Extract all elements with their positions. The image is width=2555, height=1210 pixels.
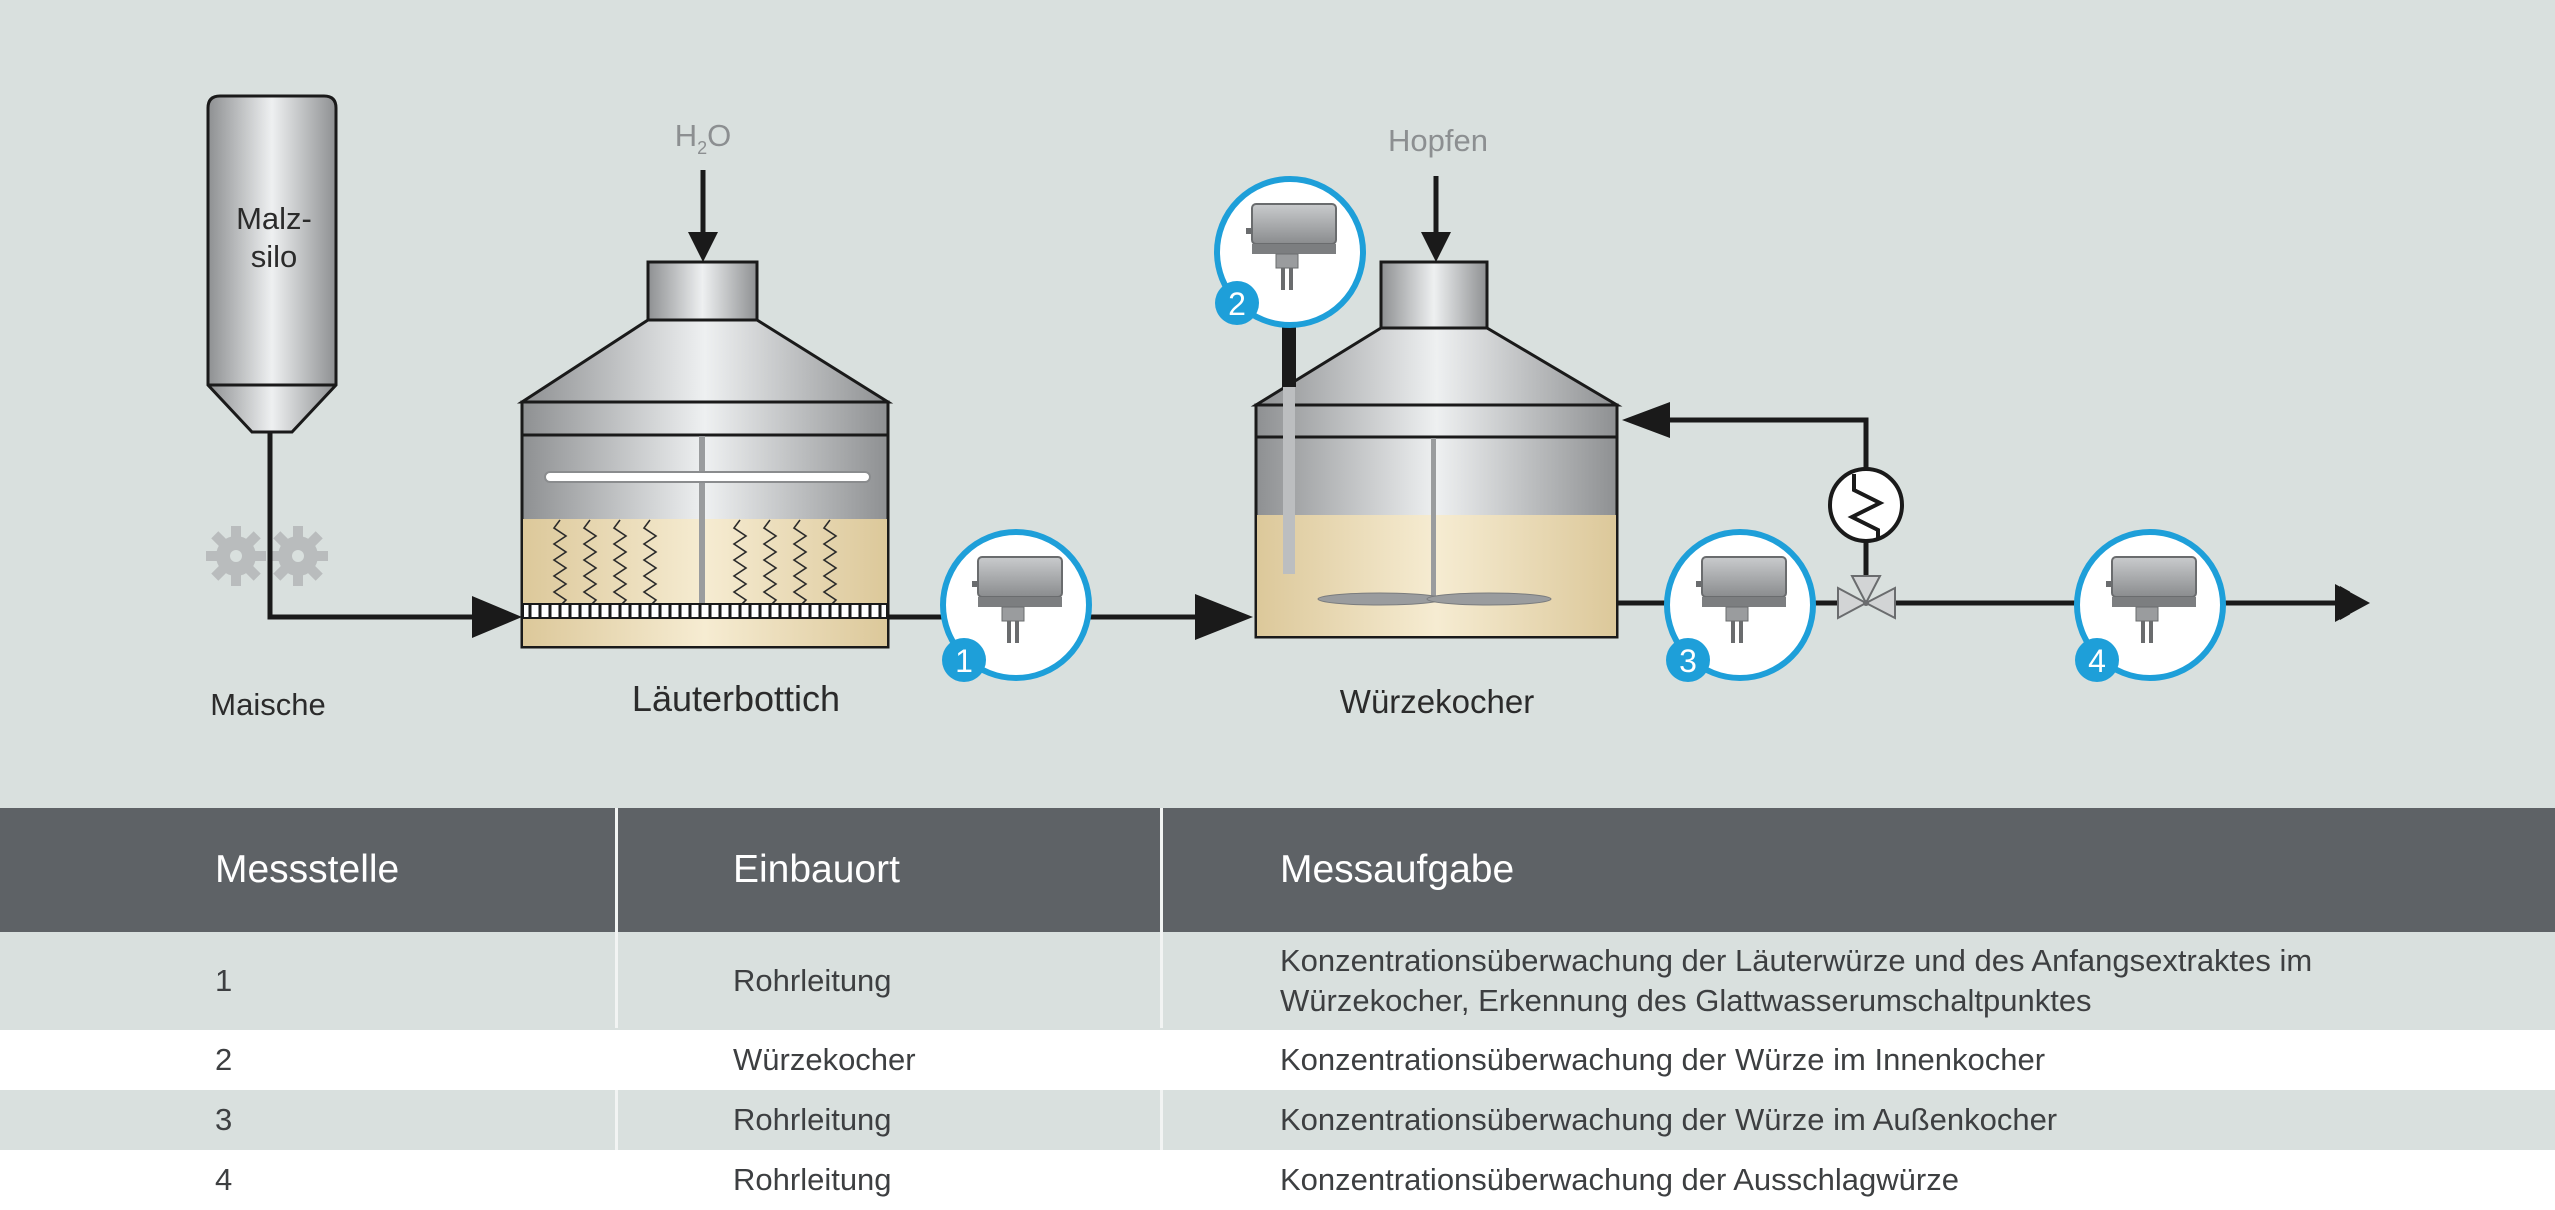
column-divider	[615, 1090, 618, 1150]
cell-messaufgabe: Konzentrationsüberwachung der Ausschlagw…	[1280, 1162, 1959, 1197]
density-sensor-icon	[972, 556, 1063, 643]
h2o-subscript: 2	[697, 138, 707, 158]
badge-4-number: 4	[2088, 643, 2106, 679]
table-row: 3 Rohrleitung Konzentrationsüberwachung …	[0, 1090, 2555, 1150]
cell-messstelle: 2	[215, 1042, 233, 1077]
badge-2: 2	[1215, 281, 1259, 325]
malzsilo-label-line1: Malz-	[236, 201, 312, 236]
density-sensor-icon	[1246, 203, 1337, 290]
h2o-label: H2O	[675, 118, 732, 158]
badge-4: 4	[2075, 638, 2119, 682]
sensor-3[interactable]	[1664, 529, 1816, 681]
cell-messstelle: 1	[215, 963, 233, 998]
arrow-icon	[2335, 584, 2370, 622]
cell-messaufgabe: Konzentrationsüberwachung der Würze im I…	[1280, 1042, 2046, 1077]
column-divider	[615, 808, 618, 1028]
header-messstelle: Messstelle	[215, 848, 400, 891]
cell-einbauort: Rohrleitung	[733, 1162, 892, 1197]
wuerzekocher-label: Würzekocher	[1340, 683, 1534, 720]
badge-3: 3	[1666, 638, 1710, 682]
malt-silo	[206, 94, 338, 434]
gear-icon	[268, 526, 328, 586]
density-sensor-icon	[1696, 556, 1787, 643]
lauterbottich-label: Läuterbottich	[632, 678, 840, 719]
lauter-tun	[516, 260, 894, 649]
arrow-icon	[1421, 232, 1451, 262]
badge-1-number: 1	[955, 643, 973, 679]
sensor-1[interactable]	[940, 529, 1092, 681]
header-einbauort: Einbauort	[733, 848, 900, 891]
cell-messstelle: 4	[215, 1162, 233, 1197]
cell-messstelle: 3	[215, 1102, 233, 1137]
cell-einbauort: Rohrleitung	[733, 963, 892, 998]
table-header: Messstelle Einbauort Messaufgabe	[0, 808, 2555, 932]
cell-einbauort: Würzekocher	[733, 1042, 916, 1077]
arrow-icon	[472, 596, 522, 638]
gear-icon	[206, 526, 266, 586]
cell-einbauort: Rohrleitung	[733, 1102, 892, 1137]
column-divider	[1160, 808, 1163, 1028]
table-row: 1 Rohrleitung Konzentrationsüberwachung …	[0, 932, 2555, 1030]
heat-exchanger-icon	[1828, 467, 1904, 543]
maische-label: Maische	[210, 687, 325, 722]
badge-2-number: 2	[1228, 286, 1246, 322]
arrow-icon	[1195, 594, 1253, 640]
process-diagram: Malz- silo Maische	[206, 94, 2370, 722]
header-messaufgabe: Messaufgabe	[1280, 848, 1515, 891]
h2o-o: O	[707, 118, 731, 153]
arrow-icon	[1622, 402, 1670, 438]
hopfen-label: Hopfen	[1388, 123, 1488, 158]
wort-kettle	[1250, 260, 1623, 639]
table-row: 2 Würzekocher Konzentrationsüberwachung …	[0, 1030, 2555, 1090]
mash-pipe	[267, 432, 482, 620]
malzsilo-label-line2: silo	[251, 239, 298, 274]
cell-messaufgabe: Konzentrationsüberwachung der Würze im A…	[1280, 1102, 2058, 1137]
cell-messaufgabe: Konzentrationsüberwachung der Läuterwürz…	[1280, 943, 2313, 1018]
badge-1: 1	[942, 638, 986, 682]
table-row: 4 Rohrleitung Konzentrationsüberwachung …	[0, 1150, 2555, 1210]
h2o-h: H	[675, 118, 697, 153]
three-way-valve-icon	[1837, 575, 1896, 620]
measurement-table: Messstelle Einbauort Messaufgabe 1 Rohrl…	[0, 808, 2555, 1210]
arrow-icon	[688, 232, 718, 262]
sensor-4[interactable]	[2074, 529, 2226, 681]
column-divider	[1160, 1090, 1163, 1150]
badge-3-number: 3	[1679, 643, 1697, 679]
density-sensor-icon	[2106, 556, 2197, 643]
